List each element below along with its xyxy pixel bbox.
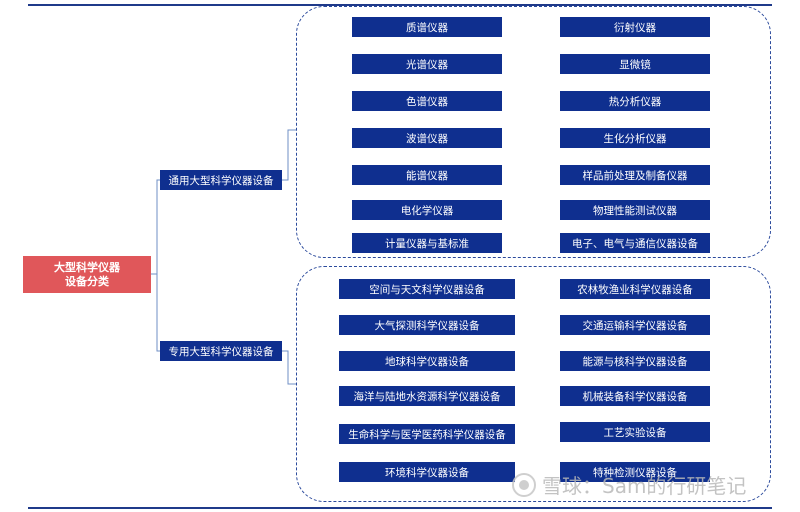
root-node: 大型科学仪器 设备分类 — [23, 256, 151, 293]
category-special: 专用大型科学仪器设备 — [160, 341, 282, 361]
general-right-item: 样品前处理及制备仪器 — [560, 165, 710, 185]
connector-special-to-group — [282, 350, 296, 385]
special-right-item: 工艺实验设备 — [560, 422, 710, 442]
general-left-item: 质谱仪器 — [352, 17, 502, 37]
general-left-item: 波谱仪器 — [352, 128, 502, 148]
special-right-item: 能源与核科学仪器设备 — [560, 351, 710, 371]
general-right-item: 物理性能测试仪器 — [560, 200, 710, 220]
general-right-item: 热分析仪器 — [560, 91, 710, 111]
general-right-item: 衍射仪器 — [560, 17, 710, 37]
general-right-item: 电子、电气与通信仪器设备 — [560, 233, 710, 253]
special-right-item: 特种检测仪器设备 — [560, 462, 710, 482]
special-left-item: 大气探测科学仪器设备 — [339, 315, 515, 335]
special-left-item: 海洋与陆地水资源科学仪器设备 — [339, 386, 515, 406]
general-left-item: 色谱仪器 — [352, 91, 502, 111]
general-left-item: 电化学仪器 — [352, 200, 502, 220]
special-right-item: 机械装备科学仪器设备 — [560, 386, 710, 406]
general-right-item: 生化分析仪器 — [560, 128, 710, 148]
special-right-item: 交通运输科学仪器设备 — [560, 315, 710, 335]
category-general: 通用大型科学仪器设备 — [160, 170, 282, 190]
general-group-frame — [296, 6, 771, 258]
root-title-line1: 大型科学仪器 — [54, 260, 120, 274]
general-left-item: 光谱仪器 — [352, 54, 502, 74]
special-group-frame — [296, 266, 771, 502]
general-right-item: 显微镜 — [560, 54, 710, 74]
bottom-rule — [28, 507, 772, 509]
special-right-item: 农林牧渔业科学仪器设备 — [560, 279, 710, 299]
general-left-item: 计量仪器与基标准 — [352, 233, 502, 253]
special-left-item: 环境科学仪器设备 — [339, 462, 515, 482]
special-left-item: 生命科学与医学医药科学仪器设备 — [339, 424, 515, 444]
root-title-line2: 设备分类 — [65, 274, 109, 288]
top-rule — [28, 4, 772, 6]
special-left-item: 空间与天文科学仪器设备 — [339, 279, 515, 299]
snowball-logo-icon — [512, 472, 536, 497]
watermark-text: 雪球：Sam的行研笔记 — [542, 474, 747, 498]
special-left-item: 地球科学仪器设备 — [339, 351, 515, 371]
connector-general-to-group — [282, 129, 296, 181]
connector-root-to-categories — [151, 179, 160, 352]
watermark: 雪球：Sam的行研笔记 — [512, 470, 746, 499]
general-left-item: 能谱仪器 — [352, 165, 502, 185]
